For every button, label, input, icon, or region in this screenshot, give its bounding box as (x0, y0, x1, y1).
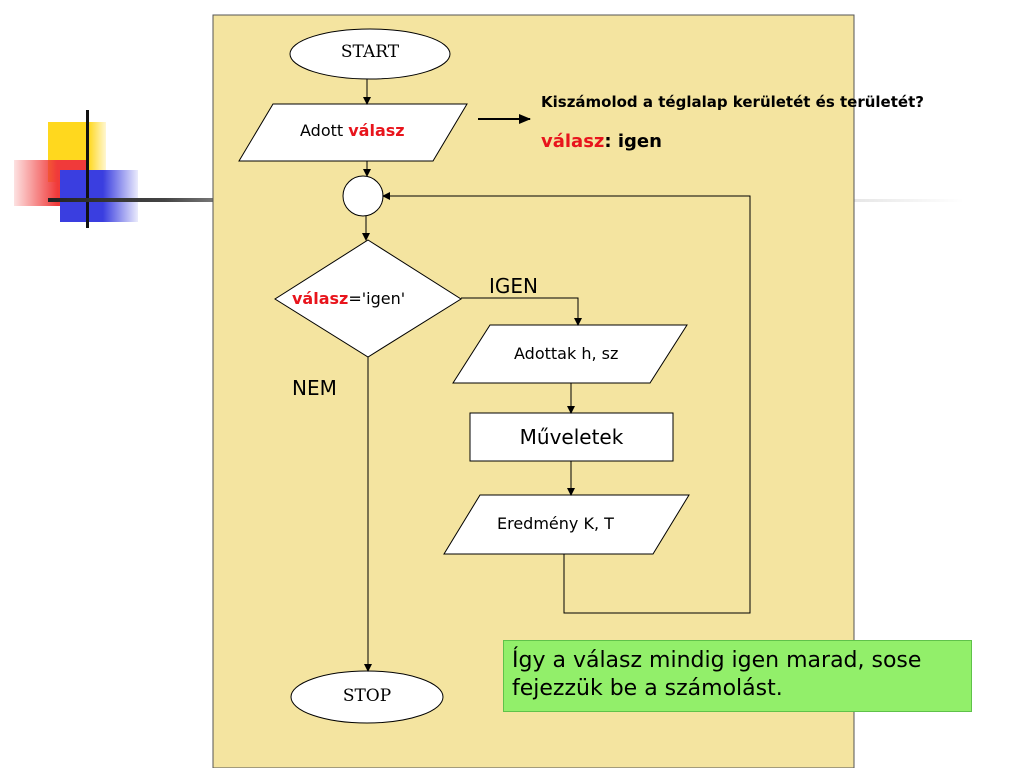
answer-variable: válasz (541, 131, 605, 152)
input-prefix: Adott (300, 121, 344, 140)
side-answer: válasz: igen (541, 131, 662, 152)
answer-value: : igen (604, 131, 662, 152)
start-label: START (340, 42, 400, 62)
callout-box: Így a válasz mindig igen marad, sose fej… (503, 640, 972, 712)
input-dims-shape (452, 324, 688, 384)
deco-fade-line (854, 199, 964, 202)
deco-horizontal-line (48, 198, 214, 202)
arrow-loop-back (382, 192, 751, 614)
output-label: Eredmény K, T (497, 514, 614, 533)
output-shape (443, 494, 690, 555)
arrow-yes-branch (461, 297, 582, 326)
deco-blue-square (60, 170, 138, 222)
input-answer-shape (238, 103, 468, 162)
connector-node (342, 175, 384, 217)
process-box (469, 412, 674, 462)
condition-variable: válasz (292, 289, 349, 308)
condition-expression: ='igen' (348, 289, 406, 308)
input-dims-label: Adottak h, sz (514, 344, 619, 363)
start-terminal (289, 28, 451, 80)
callout-text: Így a válasz mindig igen marad, sose fej… (512, 648, 922, 701)
side-question: Kiszámolod a téglalap kerületét és terül… (541, 93, 924, 111)
no-label: NEM (292, 376, 337, 400)
stop-label: STOP (342, 686, 392, 706)
decision-label: válasz='igen' (292, 289, 405, 308)
input-variable: válasz (348, 121, 405, 140)
process-label: Műveletek (519, 425, 624, 449)
yes-label: IGEN (489, 274, 538, 298)
deco-vertical-line (86, 110, 89, 228)
input-answer-label: Adott válasz (300, 121, 405, 140)
